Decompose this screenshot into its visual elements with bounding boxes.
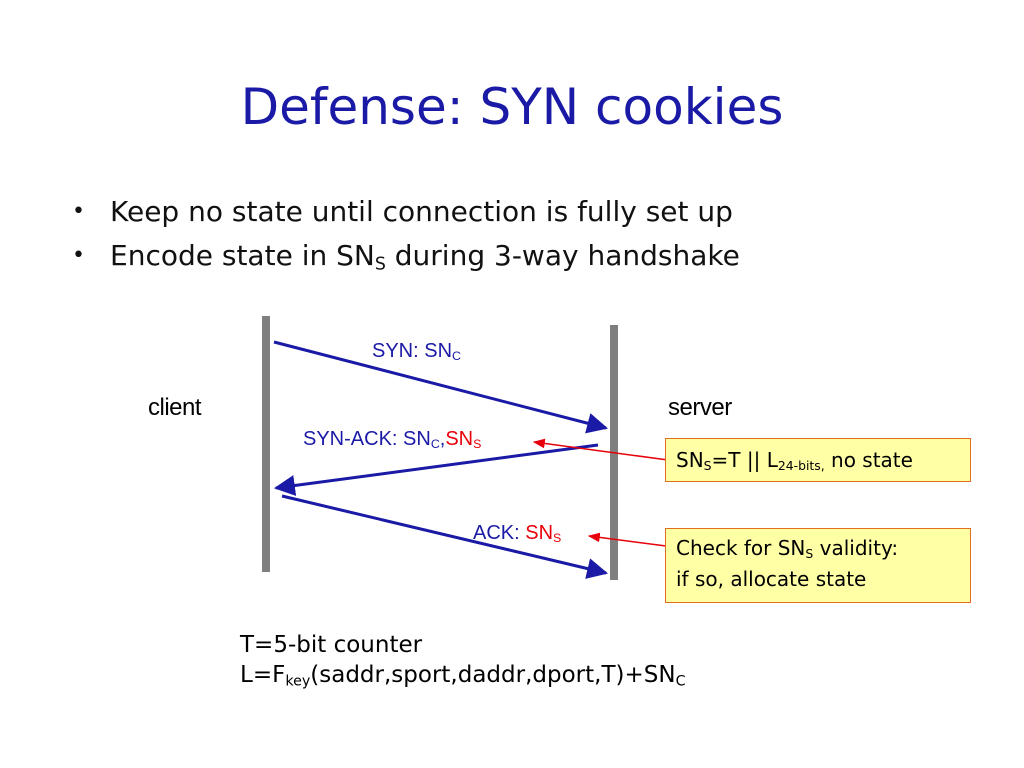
bullet-dot: • <box>72 243 85 268</box>
ack-text: ACK: <box>473 522 526 544</box>
synack-sub-c: C <box>430 437 440 452</box>
check-line-1: Check for SNS validity: <box>676 533 960 564</box>
synack-sep: , <box>439 428 446 450</box>
bullet-text: Keep no state until connection is fully … <box>110 195 733 228</box>
cookie-formula: T=5-bit counter L=Fkey(saddr,sport,daddr… <box>240 630 686 690</box>
formula-line-1: T=5-bit counter <box>240 632 423 658</box>
formula-args: (saddr,sport,daddr,dport,T)+SN <box>310 662 676 688</box>
ack-message-label: ACK: SNS <box>473 522 561 545</box>
slide-title: Defense: SYN cookies <box>240 78 784 136</box>
synack-arrow <box>273 443 599 496</box>
note-l-sub: 24-bits, <box>777 458 825 474</box>
bullet-item: • Encode state in SNS during 3-way hands… <box>72 234 740 278</box>
check-line-2: if so, allocate state <box>676 567 867 591</box>
pointer-check <box>587 532 667 547</box>
synack-text: SYN-ACK: SN <box>303 428 431 450</box>
sns-definition-note: SNS=T || L24-bits, no state <box>665 438 971 482</box>
syn-arrow <box>273 340 609 434</box>
server-label: server <box>668 394 732 421</box>
check-a: Check for SN <box>676 536 806 560</box>
bullet-item: • Keep no state until connection is full… <box>72 190 740 234</box>
syn-sub: C <box>452 349 461 364</box>
bullet-text-sub: S <box>374 254 386 275</box>
bullet-text-b: during 3-way handshake <box>385 239 740 272</box>
note-eq: =T || L <box>711 448 778 472</box>
bullet-list: • Keep no state until connection is full… <box>72 190 740 278</box>
synack-sns: SN <box>445 428 474 450</box>
check-sub: S <box>805 546 814 562</box>
formula-c-sub: C <box>675 673 686 690</box>
formula-key-sub: key <box>285 673 311 690</box>
formula-l: L=F <box>240 662 286 688</box>
ack-arrow <box>281 494 609 579</box>
syn-text: SYN: SN <box>372 340 453 362</box>
formula-line-2: L=Fkey(saddr,sport,daddr,dport,T)+SNC <box>240 660 686 690</box>
syn-message-label: SYN: SNC <box>372 340 461 363</box>
client-label: client <box>148 394 202 421</box>
note-nostate: no state <box>824 448 913 472</box>
ack-sns: SN <box>525 522 554 544</box>
synack-message-label: SYN-ACK: SNC,SNS <box>303 428 481 451</box>
note-sn-sub: S <box>703 458 712 474</box>
synack-sub-s: S <box>473 437 482 452</box>
ack-sub-s: S <box>553 531 562 546</box>
validity-check-note: Check for SNS validity: if so, allocate … <box>665 528 971 603</box>
note-sn: SN <box>676 448 704 472</box>
pointer-sns-def <box>532 438 669 461</box>
check-b: validity: <box>813 536 899 560</box>
bullet-dot: • <box>72 199 85 224</box>
bullet-text-a: Encode state in SN <box>110 239 375 272</box>
